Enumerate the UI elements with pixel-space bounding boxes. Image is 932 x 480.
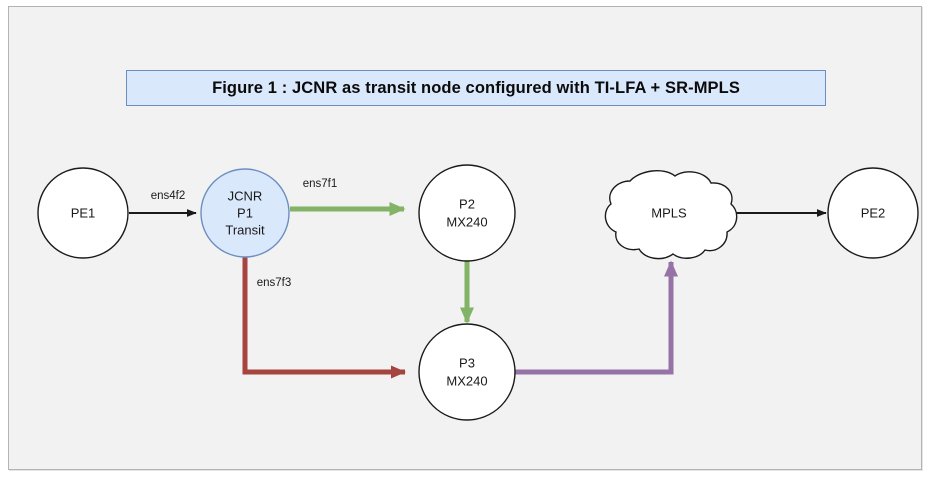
- node-jcnr-label-line3: Transit: [225, 222, 265, 237]
- node-p2-label-line1: P2: [459, 196, 475, 211]
- node-p3-label-line1: P3: [459, 355, 475, 370]
- node-pe1-label: PE1: [71, 205, 96, 220]
- edge-jcnr-to-p2: ens7f1: [290, 176, 406, 216]
- edge-label-bg-ens4f2: [143, 187, 193, 204]
- node-pe1-circle[interactable]: [37, 167, 129, 259]
- node-p2-mx240[interactable]: P2 MX240: [418, 164, 516, 262]
- edge-label-ens7f3: ens7f3: [257, 277, 292, 289]
- node-jcnr-label-line2: P1: [237, 205, 253, 220]
- edge-label-ens7f1: ens7f1: [303, 178, 338, 190]
- node-jcnr-label-line1: JCNR: [228, 188, 263, 203]
- node-p3-mx240[interactable]: P3 MX240: [418, 323, 516, 421]
- node-mpls-label: MPLS: [651, 205, 687, 220]
- edge-line-jcnr-p3: [242, 257, 406, 379]
- edge-label-bg-ens7f1: [295, 176, 345, 193]
- node-p3-circle[interactable]: [418, 323, 516, 421]
- node-pe2[interactable]: PE2: [827, 167, 919, 259]
- edge-label-ens4f2: ens4f2: [151, 190, 186, 202]
- edge-label-bg-ens7f3: [249, 275, 299, 292]
- node-pe2-circle[interactable]: [827, 167, 919, 259]
- node-p2-circle[interactable]: [418, 164, 516, 262]
- edge-line-p3-mpls: [515, 260, 678, 375]
- node-p2-label-line2: MX240: [446, 214, 487, 229]
- figure-title-text: Figure 1 : JCNR as transit node configur…: [212, 78, 740, 97]
- edge-pe1-to-jcnr: ens4f2: [129, 187, 197, 217]
- node-mpls-cloud-shape[interactable]: [604, 170, 738, 260]
- node-pe1[interactable]: PE1: [37, 167, 129, 259]
- figure-title-box: Figure 1 : JCNR as transit node configur…: [126, 70, 826, 106]
- node-mpls-cloud[interactable]: MPLS: [604, 170, 738, 260]
- node-pe2-label: PE2: [861, 205, 886, 220]
- node-jcnr-circle[interactable]: [200, 168, 290, 258]
- edge-p3-to-mpls: [515, 260, 678, 375]
- edge-jcnr-to-p3: ens7f3: [242, 257, 406, 379]
- node-jcnr-p1-transit[interactable]: JCNR P1 Transit: [200, 168, 290, 258]
- node-p3-label-line2: MX240: [446, 373, 487, 388]
